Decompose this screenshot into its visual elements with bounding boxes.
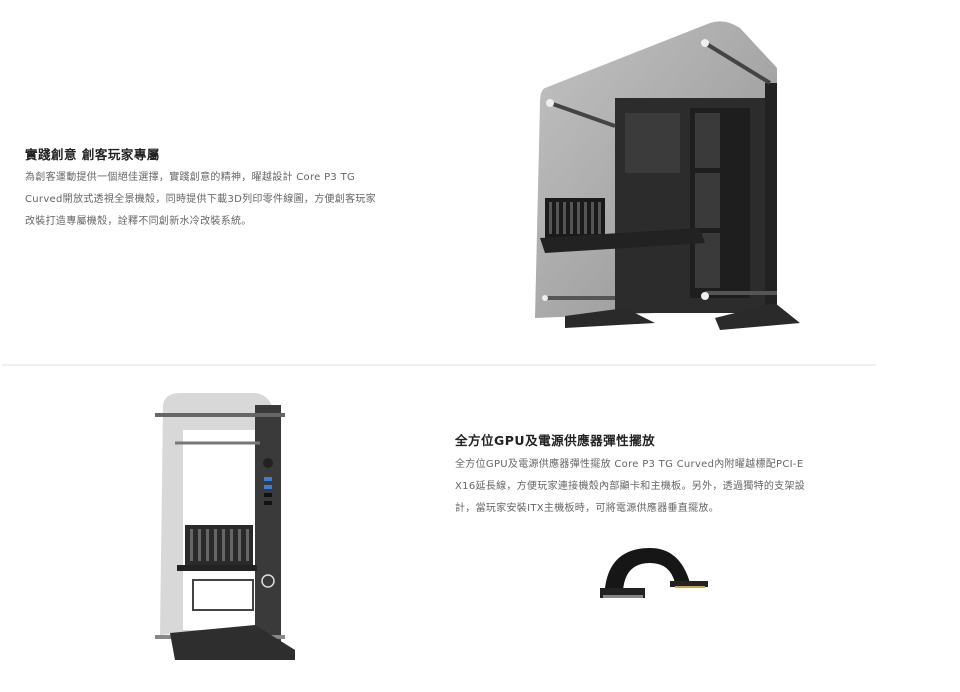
section1-body: 為創客運動提供一個絕佳選擇，實踐創意的精神，曜越設計 Core P3 TG Cu… <box>25 167 445 233</box>
case-front-image <box>515 18 805 343</box>
riser-cable-image <box>595 543 710 608</box>
section2-line: 全方位GPU及電源供應器彈性擺放 Core P3 TG Curved內附曜越標配… <box>455 459 804 470</box>
section1-line: 改裝打造專屬機殼，詮釋不同創新水冷改裝系統。 <box>25 216 252 227</box>
section1-title: 實踐創意 創客玩家專屬 <box>25 147 160 162</box>
case-side-image <box>145 385 320 685</box>
section2-body: 全方位GPU及電源供應器彈性擺放 Core P3 TG Curved內附曜越標配… <box>455 454 875 520</box>
section1-line: Curved開放式透視全景機殼，同時提供下載3D列印零件線圖，方便創客玩家 <box>25 194 377 205</box>
section1-line: 為創客運動提供一個絕佳選擇，實踐創意的精神，曜越設計 Core P3 TG <box>25 172 356 183</box>
section2-line: 計，當玩家安裝ITX主機板時，可將電源供應器垂直擺放。 <box>455 503 720 514</box>
section2-title: 全方位GPU及電源供應器彈性擺放 <box>455 433 656 448</box>
section2-line: X16延長線，方便玩家連接機殼內部顯卡和主機板。另外，透過獨特的支架設 <box>455 481 806 492</box>
section-divider <box>2 364 876 366</box>
